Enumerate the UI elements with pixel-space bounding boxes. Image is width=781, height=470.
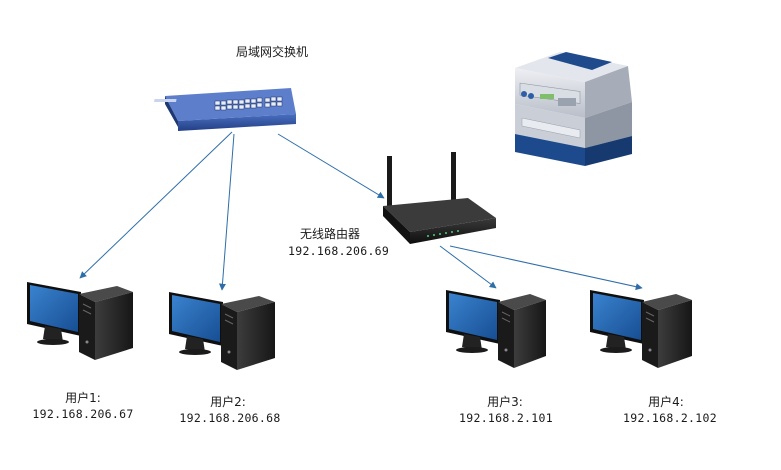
printer-icon xyxy=(515,52,632,166)
router-label: 无线路由器 xyxy=(300,227,361,241)
user1-name: 用户1: xyxy=(65,391,101,405)
pc-icon-user3 xyxy=(446,290,546,368)
pc-icon-user1 xyxy=(27,282,133,360)
switch-label: 局域网交换机 xyxy=(236,45,309,59)
user1-ip: 192.168.206.67 xyxy=(32,407,134,421)
router-icon xyxy=(383,152,496,244)
user2-name: 用户2: xyxy=(210,395,246,409)
pc-icon-user2 xyxy=(169,292,275,370)
link-switch-user2 xyxy=(218,133,235,291)
switch-icon xyxy=(154,88,296,131)
user2-ip: 192.168.206.68 xyxy=(179,411,281,425)
user4-ip: 192.168.2.102 xyxy=(623,411,717,425)
link-router-user4 xyxy=(449,245,643,291)
link-switch-user1 xyxy=(79,131,233,279)
user3-ip: 192.168.2.101 xyxy=(459,411,553,425)
links xyxy=(79,131,643,291)
pc-icon-user4 xyxy=(590,290,692,368)
router-ip: 192.168.206.69 xyxy=(288,244,390,258)
link-switch-router xyxy=(277,133,385,199)
user3-name: 用户3: xyxy=(487,395,523,409)
user4-name: 用户4: xyxy=(648,395,684,409)
link-router-user3 xyxy=(439,245,497,289)
